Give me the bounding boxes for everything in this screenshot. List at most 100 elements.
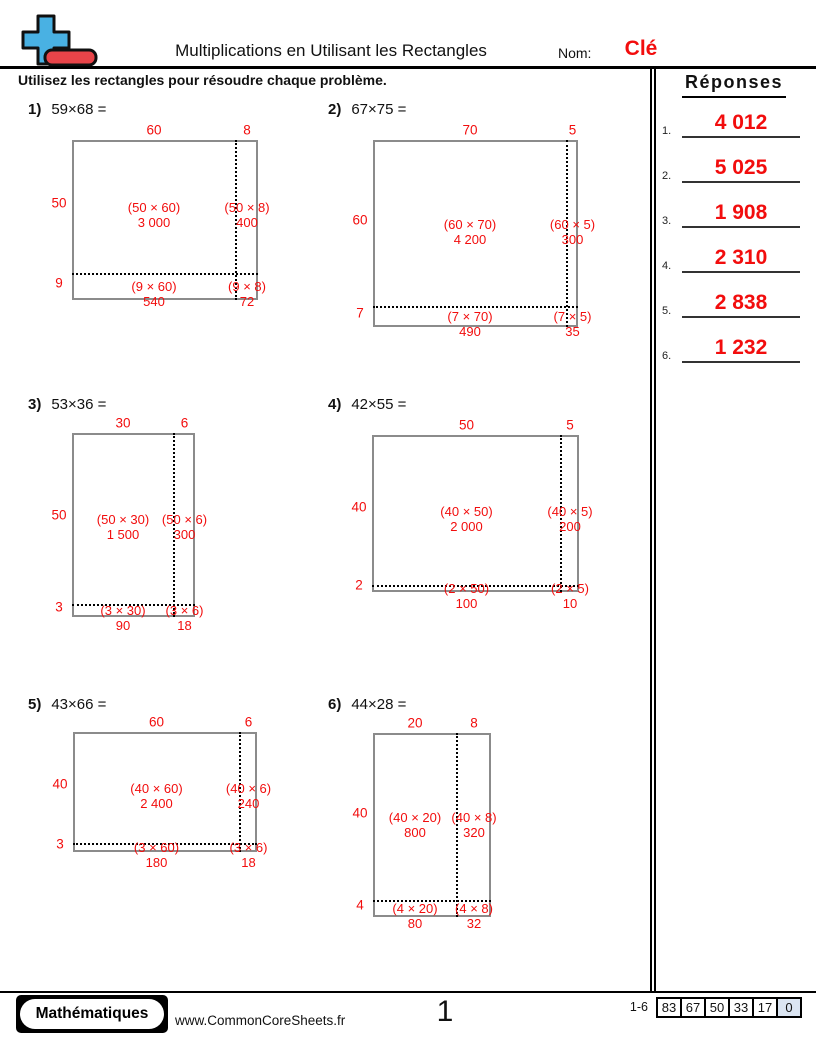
problem-number: 5) xyxy=(28,696,42,713)
partial-product-cell: (3 × 60) 180 xyxy=(134,840,179,870)
answer-row-6: 6. 1 232 xyxy=(660,336,808,363)
vertical-dotted-divider xyxy=(560,435,562,592)
partial-product-cell: (50 × 60) 3 000 xyxy=(128,200,180,230)
horizontal-dotted-divider xyxy=(372,585,579,587)
horizontal-dotted-divider xyxy=(72,273,258,275)
answer-number: 6. xyxy=(662,350,672,362)
partial-product-cell: (60 × 5) 300 xyxy=(550,217,595,247)
area-model-box xyxy=(72,433,195,617)
answer-row-3: 3. 1 908 xyxy=(660,201,808,228)
page-title: Multiplications en Utilisant les Rectang… xyxy=(175,41,487,60)
cell-value: 2 000 xyxy=(450,518,483,534)
answer-value: 4 012 xyxy=(682,111,800,138)
problem-expression: 43×66 = xyxy=(51,696,107,713)
cell-value: 90 xyxy=(115,618,131,633)
horizontal-dotted-divider xyxy=(373,900,491,902)
answer-value: 2 838 xyxy=(682,291,800,318)
brand-label: Mathématiques xyxy=(20,999,164,1029)
cell-formula: (7 × 70) xyxy=(447,309,493,324)
cell-value: 490 xyxy=(459,324,481,339)
cell-formula: (60 × 70) xyxy=(443,216,497,232)
commoncoresheets-logo xyxy=(12,12,108,70)
cell-value: 72 xyxy=(239,294,255,309)
cell-value: 18 xyxy=(177,618,192,633)
cell-formula: (60 × 5) xyxy=(549,216,596,232)
side-label-ones: 4 xyxy=(356,897,364,913)
partial-product-cell: (60 × 70) 4 200 xyxy=(444,217,496,247)
top-label-tens: 30 xyxy=(115,415,131,431)
cell-value: 4 200 xyxy=(453,231,487,247)
problem-header: 5) 43×66 = xyxy=(28,696,106,713)
problem-number: 3) xyxy=(28,396,42,413)
horizontal-dotted-divider xyxy=(72,604,195,606)
problem-header: 6) 44×28 = xyxy=(328,696,406,713)
cell-formula: (50 × 30) xyxy=(96,512,150,527)
partial-product-cell: (3 × 6) 18 xyxy=(230,840,268,870)
footer-divider-line xyxy=(0,991,816,993)
partial-product-cell: (50 × 6) 300 xyxy=(162,512,207,542)
cell-formula: (40 × 6) xyxy=(225,781,272,796)
cell-value: 32 xyxy=(466,916,482,931)
cell-formula: (40 × 60) xyxy=(130,781,183,796)
cell-formula: (2 × 5) xyxy=(551,581,589,596)
side-label-tens: 60 xyxy=(352,212,368,227)
answers-column-divider xyxy=(650,66,656,992)
cell-formula: (40 × 20) xyxy=(388,810,442,825)
cell-value: 300 xyxy=(173,527,196,542)
cell-formula: (3 × 30) xyxy=(100,603,146,618)
cell-value: 10 xyxy=(562,596,578,611)
answer-row-2: 2. 5 025 xyxy=(660,156,808,183)
cell-formula: (2 × 50) xyxy=(443,581,490,596)
answer-value: 1 908 xyxy=(682,201,800,228)
instruction-text: Utilisez les rectangles pour résoudre ch… xyxy=(18,72,387,88)
answers-panel: Réponses xyxy=(658,72,810,98)
cell-formula: (9 × 8) xyxy=(228,279,266,294)
cell-value: 400 xyxy=(236,215,258,230)
score-cell: 67 xyxy=(680,997,706,1018)
plus-minus-logo-icon xyxy=(21,14,98,67)
answer-value: 2 310 xyxy=(682,246,800,273)
problem-number: 4) xyxy=(328,396,342,413)
side-label-ones: 9 xyxy=(55,275,63,291)
partial-product-cell: (40 × 5) 200 xyxy=(547,504,592,534)
answer-row-4: 4. 2 310 xyxy=(660,246,808,273)
partial-product-cell: (2 × 50) 100 xyxy=(444,581,489,611)
header-divider-line xyxy=(0,66,816,69)
side-label-ones: 3 xyxy=(56,836,64,852)
score-range-label: 1-6 xyxy=(629,1000,648,1014)
cell-formula: (3 × 6) xyxy=(229,840,268,855)
cell-formula: (40 × 8) xyxy=(451,810,497,825)
side-label-tens: 50 xyxy=(51,195,67,211)
partial-product-cell: (40 × 50) 2 000 xyxy=(440,504,492,534)
top-label-tens: 50 xyxy=(458,417,475,433)
cell-value: 540 xyxy=(143,294,165,309)
problem-header: 3) 53×36 = xyxy=(28,396,106,413)
cell-formula: (40 × 5) xyxy=(547,503,593,519)
score-cell: 83 xyxy=(656,997,682,1018)
cell-value: 80 xyxy=(407,916,423,931)
partial-product-cell: (3 × 6) 18 xyxy=(166,603,204,633)
cell-value: 180 xyxy=(145,855,168,870)
answer-number: 5. xyxy=(662,305,672,317)
cell-formula: (50 × 60) xyxy=(127,200,181,215)
side-label-ones: 3 xyxy=(55,599,63,615)
cell-formula: (3 × 60) xyxy=(133,840,180,855)
vertical-dotted-divider xyxy=(456,733,458,917)
answer-value: 5 025 xyxy=(682,156,800,183)
partial-product-cell: (40 × 60) 2 400 xyxy=(130,781,182,811)
score-cell-highlighted: 0 xyxy=(776,997,802,1018)
cell-value: 800 xyxy=(404,825,426,840)
cell-formula: (9 × 60) xyxy=(131,279,177,294)
answer-number: 3. xyxy=(662,215,672,227)
problem-number: 1) xyxy=(28,101,42,118)
vertical-dotted-divider xyxy=(566,140,568,327)
cell-value: 320 xyxy=(463,825,485,840)
partial-product-cell: (50 × 30) 1 500 xyxy=(97,512,149,542)
cell-formula: (4 × 8) xyxy=(455,901,493,916)
cell-formula: (3 × 6) xyxy=(165,603,204,618)
answer-number: 2. xyxy=(662,170,672,182)
partial-product-cell: (7 × 70) 490 xyxy=(447,309,492,339)
cell-value: 2 400 xyxy=(140,796,173,811)
